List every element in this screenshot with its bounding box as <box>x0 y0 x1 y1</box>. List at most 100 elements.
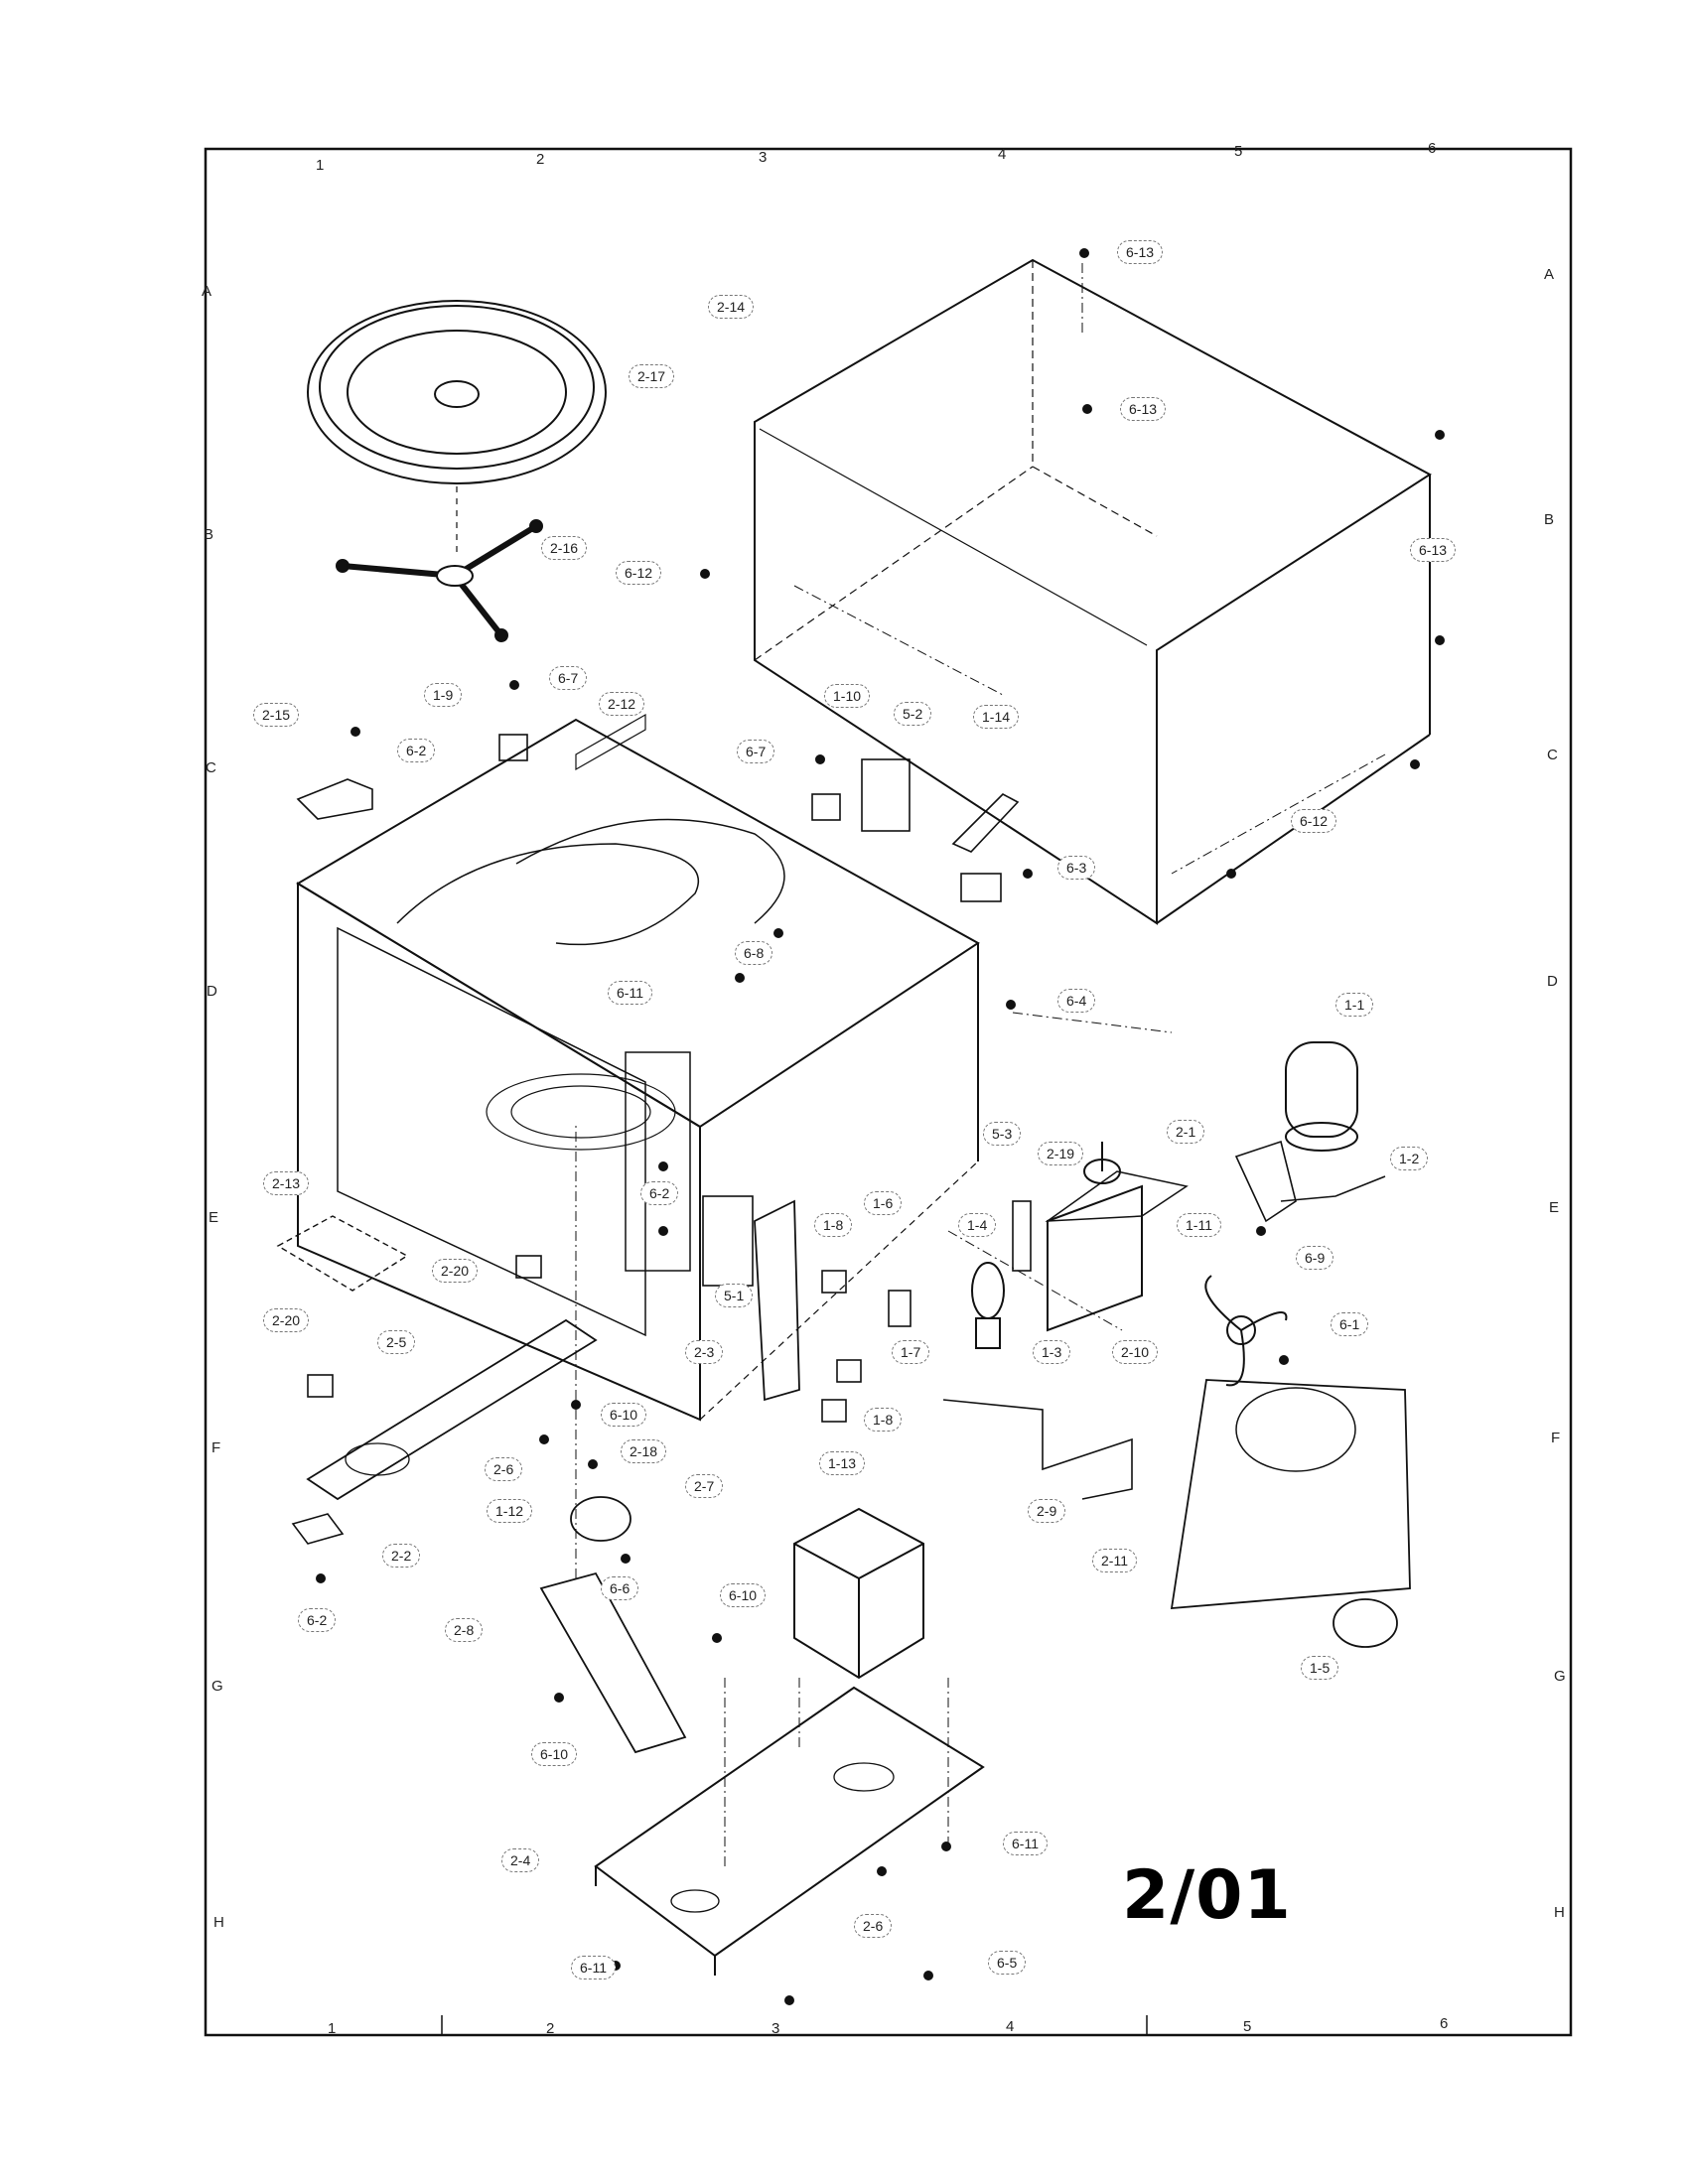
grid-column-label-top: 5 <box>1234 143 1243 160</box>
part-callout: 6-11 <box>571 1956 616 1979</box>
part-callout: 2-6 <box>854 1914 893 1938</box>
part-callout: 6-13 <box>1120 397 1167 421</box>
part-callout: 6-4 <box>1057 989 1096 1013</box>
grid-row-label-right: H <box>1554 1904 1565 1921</box>
bracket-215 <box>296 778 373 820</box>
grid-row-label-left: E <box>209 1209 219 1226</box>
part-callout: 1-10 <box>824 684 871 708</box>
grid-row-label-left: D <box>207 983 217 1000</box>
part-callout: 6-6 <box>601 1576 639 1600</box>
motor-bracket-22 <box>291 1513 345 1545</box>
air-duct <box>539 1571 687 1754</box>
grid-row-label-right: C <box>1547 747 1558 763</box>
base-plate-left <box>306 1318 598 1501</box>
part-callout: 2-13 <box>263 1171 310 1195</box>
part-callout: 6-12 <box>1291 809 1337 833</box>
oven-cavity <box>296 713 980 1422</box>
part-callout: 6-2 <box>397 739 436 762</box>
grid-column-label-top: 6 <box>1428 140 1437 157</box>
part-callout: 2-12 <box>599 692 645 716</box>
part-callout: 1-3 <box>1033 1340 1071 1364</box>
switch-18a <box>821 1270 847 1294</box>
grid-column-label-bottom: 5 <box>1243 2018 1252 2035</box>
part-callout: 1-12 <box>487 1499 533 1523</box>
part-callout: 1-11 <box>1177 1213 1221 1237</box>
part-callout: 1-8 <box>864 1408 903 1432</box>
switch-17 <box>836 1359 862 1383</box>
part-callout: 6-10 <box>720 1583 767 1607</box>
diode <box>1280 1175 1386 1202</box>
switch-16 <box>888 1290 912 1327</box>
grid-column-label-bottom: 6 <box>1440 2015 1449 2032</box>
part-callout: 2-18 <box>621 1439 667 1463</box>
part-callout: 6-13 <box>1410 538 1457 562</box>
part-callout: 6-10 <box>531 1742 578 1766</box>
part-callout: 1-6 <box>864 1191 903 1215</box>
part-callout: 1-1 <box>1335 993 1374 1017</box>
part-callout: 2-9 <box>1028 1499 1066 1523</box>
part-callout: 2-7 <box>685 1474 724 1498</box>
grid-row-label-left: B <box>204 526 214 543</box>
part-callout: 5-2 <box>894 702 932 726</box>
part-callout: 2-10 <box>1112 1340 1159 1364</box>
grid-column-label-top: 2 <box>536 151 545 168</box>
part-callout: 2-4 <box>501 1848 540 1872</box>
part-callout: 2-16 <box>541 536 588 560</box>
part-callout: 1-2 <box>1390 1147 1429 1170</box>
part-callout: 2-17 <box>629 364 675 388</box>
grid-row-label-left: H <box>213 1914 224 1931</box>
part-callout: 6-7 <box>737 740 775 763</box>
grid-row-label-right: F <box>1551 1430 1561 1446</box>
part-callout: 5-3 <box>983 1122 1022 1146</box>
part-callout: 6-2 <box>298 1608 337 1632</box>
label-52 <box>861 758 911 832</box>
part-callout: 2-19 <box>1038 1142 1084 1165</box>
block-220b <box>307 1374 334 1398</box>
grid-row-label-left: G <box>211 1678 223 1695</box>
part-callout: 6-10 <box>601 1403 647 1427</box>
part-callout: 1-8 <box>814 1213 853 1237</box>
power-cord-114 <box>951 793 1020 853</box>
part-callout: 1-9 <box>424 683 463 707</box>
part-callout: 1-5 <box>1301 1656 1339 1680</box>
grid-column-label-bottom: 3 <box>772 2020 780 2037</box>
part-callout: 2-3 <box>685 1340 724 1364</box>
part-callout: 6-3 <box>1057 856 1096 880</box>
switch-19 <box>498 734 528 761</box>
magnetron <box>1045 1142 1189 1332</box>
part-callout: 1-4 <box>958 1213 997 1237</box>
part-callout: 6-9 <box>1296 1246 1334 1270</box>
grid-column-label-top: 3 <box>759 149 768 166</box>
part-callout: 2-1 <box>1167 1120 1205 1144</box>
sheet-frame <box>204 147 1573 2037</box>
turntable-motor <box>570 1496 632 1542</box>
part-callout: 2-2 <box>382 1544 421 1568</box>
part-callout: 2-6 <box>485 1457 523 1481</box>
part-callout: 2-20 <box>432 1259 479 1283</box>
part-callout: 6-13 <box>1117 240 1164 264</box>
part-callout: 2-11 <box>1092 1549 1137 1572</box>
grid-column-label-bottom: 4 <box>1006 2018 1015 2035</box>
switch-110 <box>811 793 841 821</box>
grid-row-label-left: F <box>211 1439 221 1456</box>
part-callout: 2-14 <box>708 295 755 319</box>
part-callout: 6-11 <box>608 981 652 1005</box>
part-callout: 1-13 <box>819 1451 866 1475</box>
grid-row-label-left: A <box>202 283 212 300</box>
part-callout: 1-14 <box>973 705 1020 729</box>
switch-18b <box>821 1399 847 1423</box>
oven-lamp <box>971 1262 1005 1349</box>
grid-column-label-top: 1 <box>316 157 325 174</box>
block-220a <box>515 1255 542 1279</box>
part-callout: 6-5 <box>988 1951 1027 1975</box>
part-callout: 6-2 <box>640 1181 679 1205</box>
transformer <box>793 1507 924 1680</box>
part-callout: 6-1 <box>1331 1312 1369 1336</box>
turntable-tray <box>307 300 607 556</box>
capacitor <box>1285 1041 1358 1152</box>
capacitor-bracket <box>1234 1140 1297 1223</box>
part-callout: 6-11 <box>1003 1832 1048 1855</box>
fan-blade <box>1204 1275 1288 1387</box>
